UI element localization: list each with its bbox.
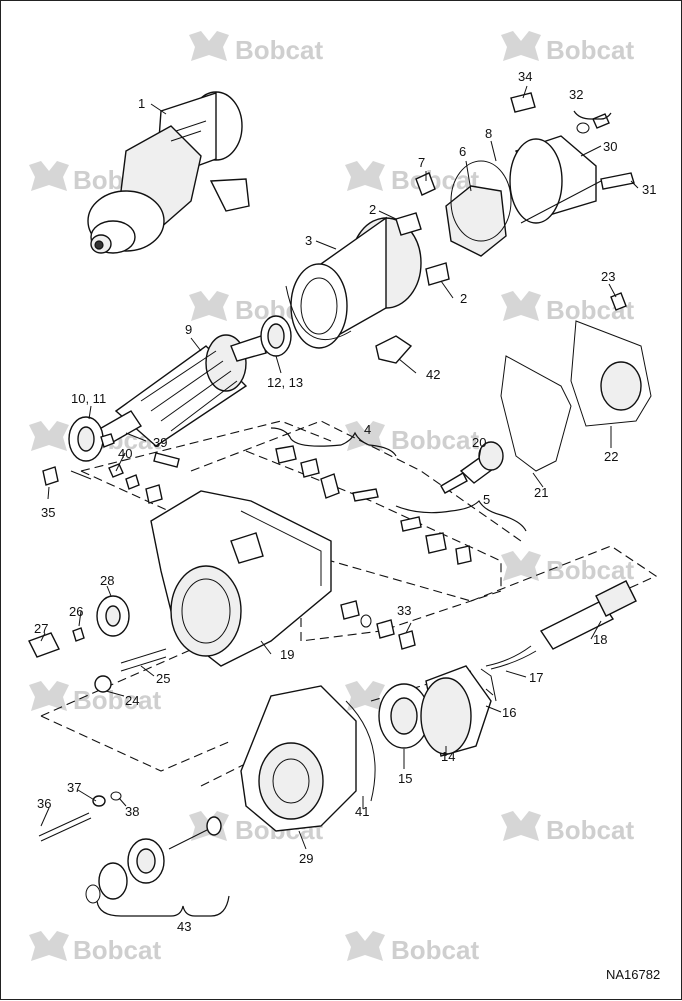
callout-18: 18 (593, 632, 607, 647)
callout-2: 2 (369, 202, 376, 217)
watermark-logo (29, 681, 69, 711)
callout-15: 15 (398, 771, 412, 786)
watermark-logo (345, 681, 385, 711)
watermark-text: Bobcat (546, 555, 634, 585)
watermark-logo (29, 161, 69, 191)
callout-39: 39 (153, 435, 167, 450)
callout-9: 9 (185, 322, 192, 337)
callout-32: 32 (569, 87, 583, 102)
callout-40: 40 (118, 446, 132, 461)
armature (95, 334, 267, 447)
brace-4 (270, 427, 397, 457)
starter-assembly (87, 91, 250, 254)
drive-parts (420, 580, 637, 757)
callouts: 1 2 2 3 4 5 6 7 8 9 10, 11 12, 13 14 15 … (34, 69, 656, 934)
callout-22: 22 (604, 449, 618, 464)
callout-2: 2 (460, 291, 467, 306)
callout-33: 33 (397, 603, 411, 618)
callout-35: 35 (41, 505, 55, 520)
watermark-logo (501, 291, 541, 321)
callout-25: 25 (156, 671, 170, 686)
callout-37: 37 (67, 780, 81, 795)
watermark-logo (501, 31, 541, 61)
callout-10-11: 10, 11 (71, 391, 106, 406)
bearings (68, 315, 430, 749)
watermark-logo (29, 931, 69, 961)
callout-1: 1 (138, 96, 145, 111)
watermark-text: Bobcat (73, 935, 161, 965)
solenoid-frame (285, 212, 450, 364)
callout-8: 8 (485, 126, 492, 141)
callout-43: 43 (177, 919, 191, 934)
callout-3: 3 (305, 233, 312, 248)
callout-19: 19 (280, 647, 294, 662)
watermark-logo (29, 421, 69, 451)
end-cover-parts (415, 92, 635, 257)
brace-32 (573, 110, 612, 120)
callout-31: 31 (642, 182, 656, 197)
callout-5: 5 (483, 492, 490, 507)
watermark-text: Bobcat (73, 685, 161, 715)
braces (96, 110, 612, 917)
brush-holder-parts (100, 433, 472, 565)
watermark-text: Bobcat (546, 35, 634, 65)
callout-41: 41 (355, 804, 369, 819)
watermark-text: Bobcat (391, 935, 479, 965)
brace-5 (395, 500, 527, 532)
callout-36: 36 (37, 796, 51, 811)
watermark-text: Bobcat (391, 425, 479, 455)
callout-17: 17 (529, 670, 543, 685)
figure-id: NA16782 (606, 967, 660, 982)
callout-24: 24 (125, 693, 139, 708)
callout-7: 7 (418, 155, 425, 170)
watermark-logo (501, 811, 541, 841)
callout-6: 6 (459, 144, 466, 159)
watermark-logo (189, 31, 229, 61)
callout-26: 26 (69, 604, 83, 619)
watermark-text: Bobcat (235, 35, 323, 65)
callout-23: 23 (601, 269, 615, 284)
callout-28: 28 (100, 573, 114, 588)
callout-29: 29 (299, 851, 313, 866)
nose-housing (240, 685, 376, 832)
callout-4: 4 (364, 422, 371, 437)
right-side-parts (440, 292, 652, 494)
watermark-logo (345, 421, 385, 451)
callout-38: 38 (125, 804, 139, 819)
callout-12-13: 12, 13 (267, 375, 303, 390)
callout-34: 34 (518, 69, 532, 84)
callout-42: 42 (426, 367, 440, 382)
brace-43 (96, 895, 230, 917)
nuts (42, 466, 416, 650)
drive-housing (150, 490, 332, 667)
callout-30: 30 (603, 139, 617, 154)
callout-20: 20 (472, 435, 486, 450)
callout-21: 21 (534, 485, 548, 500)
watermark-logo (345, 161, 385, 191)
leader-lines (40, 85, 639, 850)
callout-27: 27 (34, 621, 48, 636)
callout-14: 14 (441, 749, 455, 764)
small-parts-left (28, 595, 222, 904)
watermark-text: Bobcat (546, 815, 634, 845)
callout-16: 16 (502, 705, 516, 720)
watermark-logo (501, 551, 541, 581)
watermark-logo (189, 291, 229, 321)
watermark-text: Bobcat (391, 165, 479, 195)
watermark-logo (345, 931, 385, 961)
